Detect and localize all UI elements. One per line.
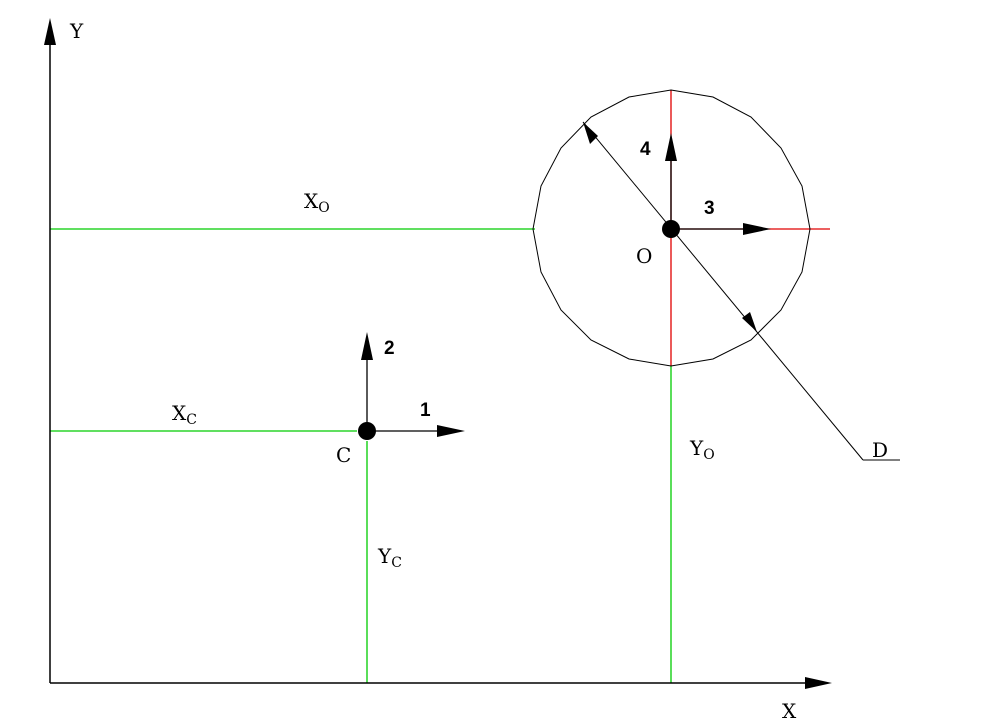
arrow-2-label: 2: [384, 338, 395, 359]
x-o-main: X: [304, 189, 319, 213]
y-axis-label: Y: [69, 19, 84, 43]
point-c-label: C: [336, 443, 351, 467]
y-o-main: Y: [689, 436, 704, 460]
x-c-label: XC: [172, 401, 197, 428]
x-axis-arrowhead: [805, 677, 832, 689]
diameter-line: [582, 121, 864, 461]
y-axis-arrowhead: [44, 18, 56, 45]
arrow-1-head: [437, 425, 465, 437]
point-c-dot: [358, 422, 376, 440]
x-axis-label: X: [782, 699, 797, 723]
arrow-3-label: 3: [704, 198, 715, 219]
arrow-1-label: 1: [420, 400, 431, 421]
point-o-dot: [662, 220, 680, 238]
y-o-label: YO: [689, 436, 715, 463]
diameter-arrowhead-top: [583, 122, 598, 144]
arrow-4-head: [665, 133, 677, 161]
x-c-main: X: [172, 401, 187, 425]
point-o-label: O: [636, 244, 652, 268]
diameter-arrowhead-bottom: [742, 312, 757, 332]
x-c-sub: C: [186, 412, 197, 428]
y-c-label: YC: [377, 544, 402, 571]
arrow-2-head: [361, 332, 373, 360]
arrow-3-head: [743, 223, 771, 235]
part-circle: [532, 89, 811, 367]
y-o-sub: O: [703, 447, 714, 463]
y-c-sub: C: [391, 555, 402, 571]
diameter-label: D: [872, 438, 888, 462]
y-c-main: Y: [377, 544, 392, 568]
x-o-sub: O: [318, 200, 329, 216]
arrow-4-label: 4: [640, 139, 651, 160]
x-o-label: XO: [304, 189, 330, 216]
